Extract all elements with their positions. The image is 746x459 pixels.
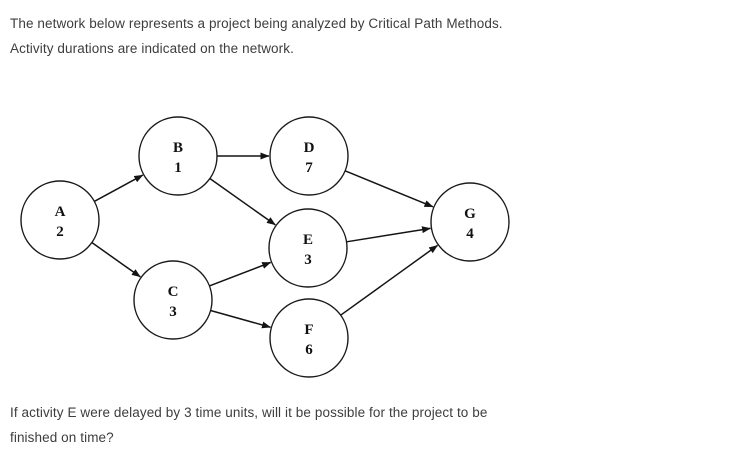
node-c: C3 <box>133 260 213 340</box>
node-g-circle <box>430 182 510 262</box>
node-c-circle <box>133 260 213 340</box>
node-d-circle <box>269 116 349 196</box>
node-e-duration: 3 <box>304 252 312 268</box>
node-d-label: D <box>304 140 315 156</box>
node-f-duration: 6 <box>305 342 313 358</box>
node-c-duration: 3 <box>169 304 177 320</box>
edge-d-to-g <box>344 170 434 208</box>
edge-a-to-b <box>93 174 144 203</box>
node-a: A2 <box>20 180 100 260</box>
node-f-label: F <box>304 322 313 338</box>
edge-c-to-f <box>210 309 271 329</box>
node-a-label: A <box>55 204 66 220</box>
node-d: D7 <box>269 116 349 196</box>
node-b-circle <box>138 116 218 196</box>
node-b: B1 <box>138 116 218 196</box>
node-b-label: B <box>173 140 183 156</box>
node-e-circle <box>268 208 348 288</box>
edge-a-to-c <box>91 241 141 278</box>
node-b-duration: 1 <box>174 160 182 176</box>
node-f-circle <box>269 298 349 378</box>
node-f: F6 <box>269 298 349 378</box>
node-a-duration: 2 <box>56 224 64 240</box>
edge-f-to-g <box>340 244 438 316</box>
node-g-label: G <box>464 206 476 222</box>
edge-e-to-g <box>346 226 432 243</box>
edge-c-to-e <box>209 261 272 287</box>
node-d-duration: 7 <box>305 160 313 176</box>
edge-layer <box>91 152 438 329</box>
edge-b-to-e <box>209 177 276 226</box>
question-paragraph: If activity E were delayed by 3 time uni… <box>10 405 488 445</box>
intro-paragraph: The network below represents a project b… <box>10 16 503 56</box>
node-g-duration: 4 <box>466 226 474 242</box>
node-g: G4 <box>430 182 510 262</box>
node-a-circle <box>20 180 100 260</box>
node-c-label: C <box>168 284 179 300</box>
node-e: E3 <box>268 208 348 288</box>
node-e-label: E <box>303 232 313 248</box>
